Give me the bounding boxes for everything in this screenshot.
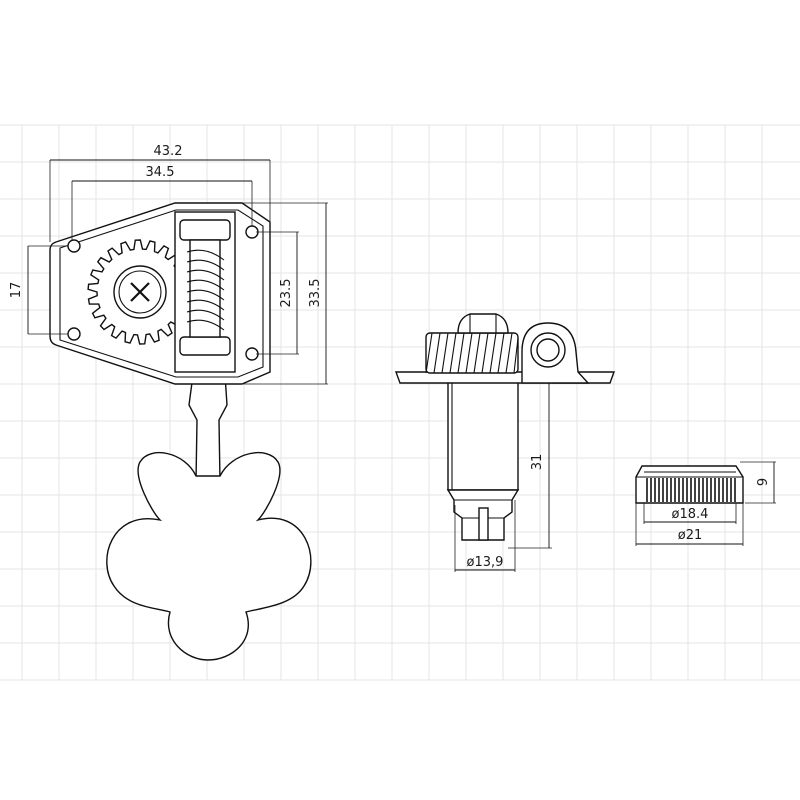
worm-cap-top [179, 219, 231, 241]
side-view: 31 ø13,9 [395, 313, 615, 572]
worm-cap-bottom [179, 336, 231, 356]
phillips-screw-icon [130, 282, 150, 302]
dim-label-21: ø21 [678, 528, 703, 543]
background-grid [0, 124, 800, 681]
mounting-hole-top-left [67, 239, 81, 253]
worm-cylinder-knurl [425, 332, 519, 374]
gear-screw [118, 270, 162, 314]
bushing-knurl [646, 478, 736, 502]
dim-label-18-4: ø18.4 [672, 507, 709, 522]
plate-inner-line [59, 209, 264, 378]
worm-cylinder [425, 332, 519, 374]
string-slot [478, 507, 489, 541]
dim-label-23-5: 23.5 [279, 279, 294, 308]
dim-inner-height: 23.5 [256, 231, 299, 355]
mounting-hole-bottom-left [67, 327, 81, 341]
dim-bushing-outer-diameter: ø21 [635, 503, 744, 546]
dim-post-diameter: ø13,9 [454, 500, 516, 572]
dim-label-31: 31 [530, 454, 545, 471]
front-view: 43.2 34.5 17 23.5 33.5 [9, 144, 328, 661]
dim-overall-width: 43.2 [49, 144, 271, 242]
dim-hole-spacing-width: 34.5 [71, 165, 253, 240]
dim-bushing-inner-diameter: ø18.4 [643, 503, 737, 524]
worm-bracket-inner-hole [536, 338, 560, 362]
dim-bushing-height: 9 [740, 461, 776, 504]
worm-threads [186, 249, 225, 331]
dim-label-43-2: 43.2 [154, 144, 183, 159]
dim-label-17: 17 [9, 282, 24, 299]
dim-hole-spacing-height: 17 [9, 245, 68, 335]
dim-label-33-5: 33.5 [308, 279, 323, 308]
key-leaf [106, 451, 312, 661]
post-body [447, 381, 519, 491]
bushing-view: 9 ø18.4 ø21 [635, 461, 776, 546]
dim-label-9: 9 [756, 478, 771, 486]
screw-head-top [457, 313, 509, 334]
dim-overall-height: 33.5 [242, 202, 328, 385]
dim-label-34-5: 34.5 [146, 165, 175, 180]
dim-label-13-9: ø13,9 [467, 555, 504, 570]
